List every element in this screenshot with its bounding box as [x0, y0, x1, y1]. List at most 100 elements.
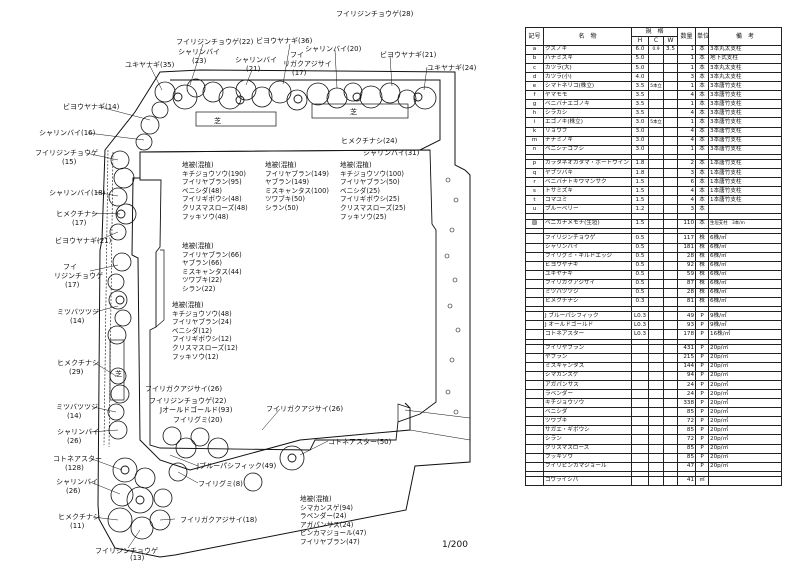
- cell-w: [662, 476, 679, 487]
- shrub-clusters: [107, 78, 437, 540]
- cell-h: 5.0: [631, 54, 649, 65]
- cell-note: 9株/㎡: [708, 320, 783, 331]
- cell-code: e: [525, 81, 544, 92]
- cell-c: [648, 476, 664, 487]
- turf-label: 芝: [214, 117, 221, 125]
- cell-w: [662, 108, 679, 119]
- turf-strip-1: [195, 111, 277, 127]
- cell-qty: 4: [677, 195, 697, 206]
- cell-qty: 1: [677, 117, 697, 128]
- cell-unit: 本: [695, 126, 710, 137]
- cell-qty: 41: [677, 476, 697, 487]
- cell-unit: P: [695, 425, 710, 436]
- cell-note: 20p/㎡: [708, 434, 783, 445]
- groundcover-line: フッキソウ(48): [182, 212, 229, 221]
- cell-code: [525, 260, 544, 271]
- cell-unit: 本: [695, 54, 710, 65]
- cell-name: シラン: [543, 434, 632, 445]
- cell-code: [525, 398, 544, 409]
- col-code: 記号: [525, 26, 544, 47]
- cell-qty: 81: [677, 296, 697, 307]
- cell-code: [525, 452, 544, 463]
- cell-code: [525, 380, 544, 391]
- cell-code: k: [525, 126, 544, 137]
- cell-qty: 144: [677, 362, 697, 373]
- cell-unit: 本: [695, 72, 710, 83]
- cell-unit: 株: [695, 269, 710, 280]
- cell-c: [648, 99, 664, 110]
- cell-c: [648, 353, 664, 364]
- cell-code: [525, 389, 544, 400]
- cell-qty: 85: [677, 452, 697, 463]
- groundcover-line: シマカンスゲ(94): [300, 503, 353, 512]
- cell-note: 6株/㎡: [708, 269, 783, 280]
- cell-name: ナナミノキ: [543, 135, 632, 146]
- groundcover-line: キチジョウソウ(190): [182, 169, 246, 178]
- cell-c: [648, 269, 664, 280]
- cell-name: ラベンダー: [543, 389, 632, 400]
- cell-name: ミスキャンタス: [543, 362, 632, 373]
- plant-label: ビヨウヤナギ(21): [380, 51, 437, 59]
- col-unit: 単位: [695, 26, 710, 47]
- cell-unit: 本: [695, 177, 710, 188]
- groundcover-block: 地被(混植)シマカンスゲ(94)ラベンダー(24)アガパンサス(24)ピンカマジ…: [300, 495, 366, 547]
- cell-name: クリスマスローズ: [543, 443, 632, 454]
- cell-note: 6株/㎡: [708, 233, 783, 244]
- cell-unit: 本: [695, 108, 710, 119]
- plant-label: (21): [246, 65, 261, 73]
- cell-h: [631, 452, 649, 463]
- cell-h: 0.5: [631, 260, 649, 271]
- groundcover-line: ベニシダ(48): [182, 186, 222, 195]
- cell-unit: 株: [695, 296, 710, 307]
- cell-w: [662, 311, 679, 322]
- cell-note: 20p/㎡: [708, 343, 783, 355]
- groundcover-block: 地被(混植)キチジョウソウ(100)フイリヤブラン(50)ベニシダ(25)フイリ…: [340, 161, 406, 221]
- cell-qty: 110: [677, 218, 697, 229]
- plant-label: シャリンバイ(16): [39, 129, 96, 137]
- cell-w: [662, 135, 679, 146]
- cell-note: 1本唐竹支柱: [708, 186, 783, 197]
- cell-c: [648, 380, 664, 391]
- cell-name: コトネアスター: [543, 329, 632, 340]
- cell-note: [708, 204, 783, 215]
- cell-unit: 株: [695, 251, 710, 262]
- cell-qty: 24: [677, 380, 697, 391]
- cell-h: L0.3: [631, 311, 649, 322]
- cell-qty: 24: [677, 389, 697, 400]
- plant-label: シャリンバイ: [57, 428, 99, 436]
- cell-c: [648, 452, 664, 463]
- cell-name: ベニシデコブシ: [543, 144, 632, 155]
- cell-code: [525, 461, 544, 472]
- cell-c: [648, 343, 664, 355]
- cell-note: 3本唐竹支柱: [708, 81, 783, 92]
- cell-code: [525, 343, 544, 355]
- groundcover-line: フイリヤブラン(66): [182, 250, 242, 259]
- cell-code: q: [525, 168, 544, 179]
- plant-label: フイリグミ(8): [198, 480, 243, 488]
- col-name: 名 物: [543, 26, 632, 47]
- cell-w: [662, 320, 679, 331]
- cell-note: 1本唐竹支柱: [708, 177, 783, 188]
- groundcover-line: ベニシダ(12): [172, 326, 212, 335]
- cell-h: [631, 371, 649, 382]
- plant-label: シャリンバイ: [56, 478, 98, 486]
- cell-w: [662, 242, 679, 253]
- cell-h: 0.5: [631, 242, 649, 253]
- cell-code: [525, 371, 544, 382]
- cell-h: [631, 398, 649, 409]
- groundcover-line: ミスキャンタス(44): [182, 267, 242, 276]
- cell-name: シマトネリコ(株立): [543, 81, 632, 92]
- cell-h: [631, 416, 649, 427]
- groundcover-line: クリスマスローズ(48): [182, 203, 248, 212]
- cell-unit: 本: [695, 144, 710, 155]
- cell-w: [662, 195, 679, 206]
- groundcover-line: 地被(混植): [182, 161, 214, 169]
- cell-name: J オールドゴールド: [543, 320, 632, 331]
- cell-name: リョウブ: [543, 126, 632, 137]
